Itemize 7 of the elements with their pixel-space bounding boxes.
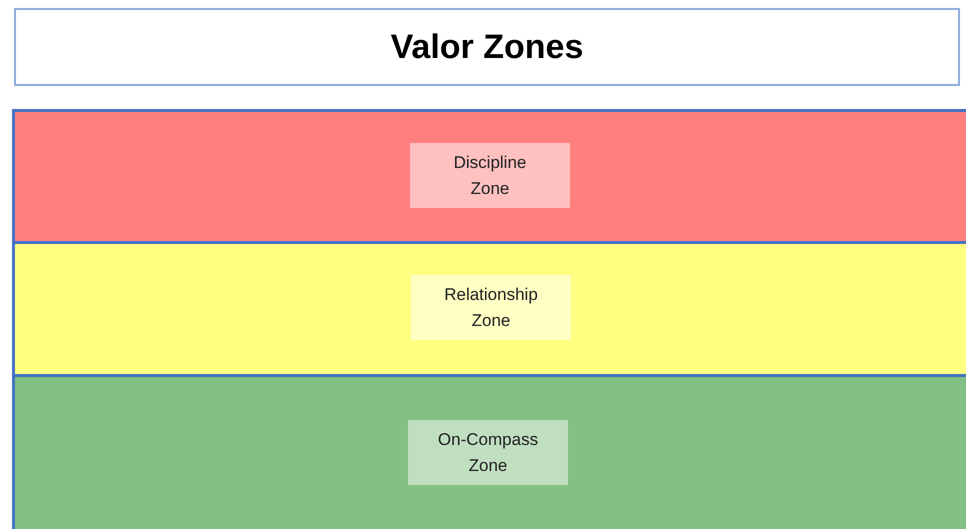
- zone-label-box: On-Compass Zone: [408, 420, 568, 485]
- title-text: Valor Zones: [390, 28, 584, 66]
- zone-band: [12, 241, 966, 377]
- zone-band: [12, 109, 966, 244]
- zone-label-box: Discipline Zone: [410, 143, 570, 208]
- zone-band: [12, 374, 966, 529]
- zone-label-box: Relationship Zone: [411, 275, 571, 340]
